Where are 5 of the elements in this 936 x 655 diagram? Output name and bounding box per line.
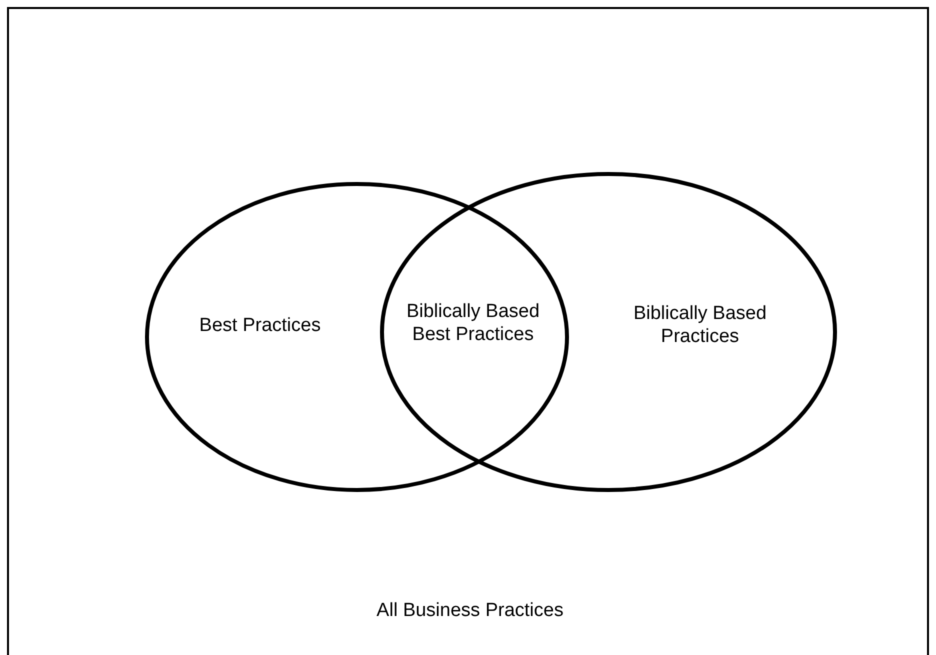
- set-label: Biblically Based Practices: [632, 302, 768, 348]
- universe-label: All Business Practices: [376, 599, 564, 622]
- frame-border: [7, 7, 929, 655]
- set-label: Best Practices: [198, 314, 322, 337]
- overlap-label: Biblically Based Best Practices: [405, 300, 541, 346]
